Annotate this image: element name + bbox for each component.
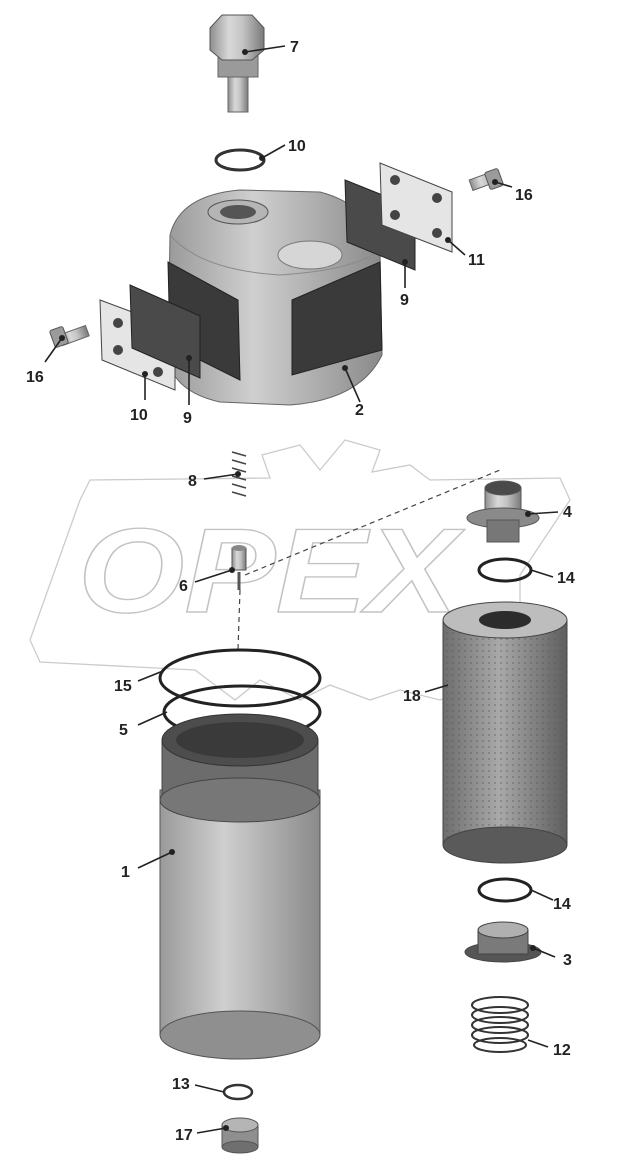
watermark: OPEX bbox=[29, 439, 571, 701]
o-ring-part-12 bbox=[222, 1083, 254, 1101]
callout-9-left: 9 bbox=[183, 410, 192, 427]
element-adapter-part-4 bbox=[466, 480, 540, 543]
gasket-left-part-9 bbox=[129, 284, 201, 379]
o-ring-part-15 bbox=[158, 648, 322, 708]
spring-cup-part-3 bbox=[464, 921, 542, 963]
drain-plug-part-17 bbox=[221, 1117, 259, 1154]
valve-spring-part-8 bbox=[231, 451, 247, 497]
callout-4: 4 bbox=[563, 504, 572, 521]
callout-7: 7 bbox=[290, 39, 299, 56]
callout-8: 8 bbox=[188, 473, 197, 490]
bypass-valve-part-6 bbox=[231, 545, 247, 590]
callout-5: 5 bbox=[119, 722, 128, 739]
bolt-left-part-16 bbox=[49, 324, 90, 348]
o-ring-lower-part-14 bbox=[477, 877, 533, 903]
callout-9-right: 9 bbox=[400, 292, 409, 309]
callout-18: 18 bbox=[403, 688, 421, 705]
callout-15: 15 bbox=[114, 678, 132, 695]
callout-2: 2 bbox=[355, 402, 364, 419]
o-ring-part-13 bbox=[214, 148, 266, 172]
assembly-guide-lines bbox=[237, 469, 501, 651]
callout-11: 12 bbox=[553, 1042, 571, 1059]
callout-14-upper: 14 bbox=[557, 570, 575, 587]
callout-3: 3 bbox=[563, 952, 572, 969]
callout-labels: 7 10 16 11 9 2 16 10 9 8 6 15 5 1 13 17 … bbox=[26, 39, 575, 1144]
filter-bowl-part-1 bbox=[159, 713, 321, 1060]
flange-plate-right-part-10 bbox=[379, 162, 453, 253]
callout-10-left: 10 bbox=[130, 407, 148, 424]
callout-10-right: 11 bbox=[468, 252, 485, 269]
callout-leaders bbox=[44, 45, 559, 1134]
element-spring-part-11 bbox=[471, 996, 529, 1053]
callout-17: 17 bbox=[175, 1127, 193, 1144]
watermark-text: OPEX bbox=[78, 504, 466, 638]
callout-16-left: 16 bbox=[26, 369, 44, 386]
filter-element-part-18 bbox=[442, 601, 568, 864]
callout-13: 10 bbox=[288, 138, 306, 155]
callout-16-right: 16 bbox=[515, 187, 533, 204]
callout-14-lower: 14 bbox=[553, 896, 571, 913]
callout-6: 6 bbox=[179, 578, 188, 595]
filter-head-part-2 bbox=[167, 189, 383, 406]
callout-12: 13 bbox=[172, 1076, 190, 1093]
plug-part-7 bbox=[209, 14, 265, 113]
callout-1: 1 bbox=[121, 864, 130, 881]
bolt-right-part-16 bbox=[468, 168, 504, 192]
